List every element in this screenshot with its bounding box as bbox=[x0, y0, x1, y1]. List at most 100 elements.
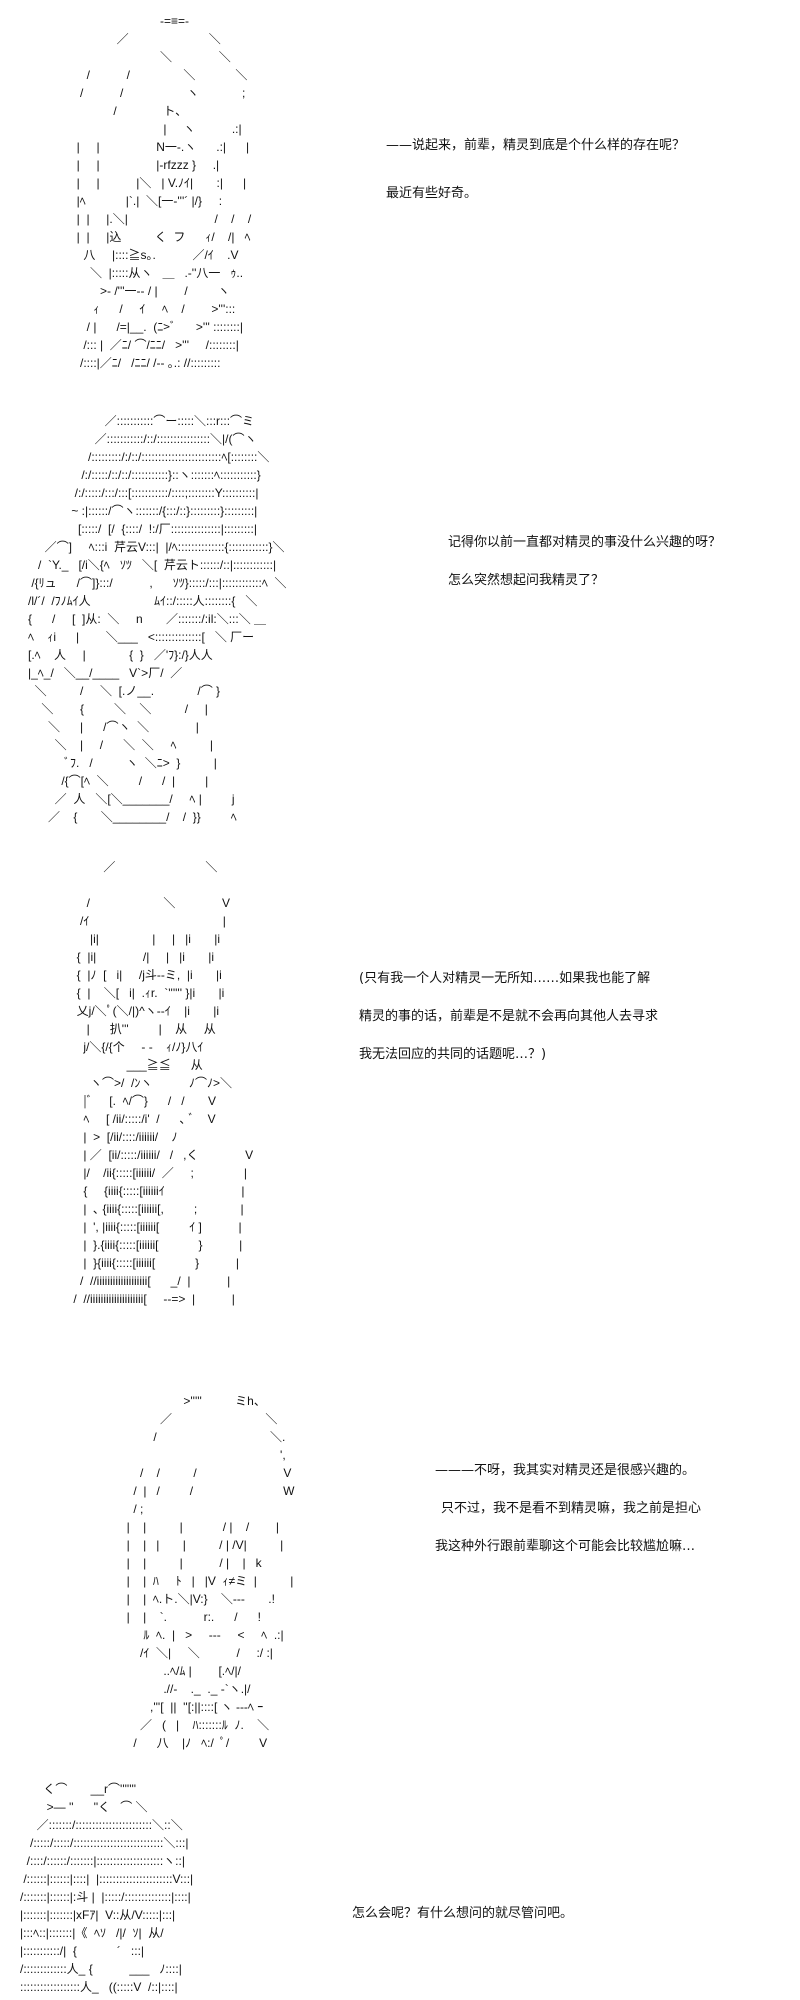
ascii-art-line: / ＼ V bbox=[40, 896, 231, 910]
ascii-art-line: | ／ [ii/:::::/iiiiii/ / ,く V bbox=[40, 1148, 254, 1162]
ascii-art-panel-4: >''''' ミh、 ／ ＼ / ＼. ', / / bbox=[100, 1392, 295, 1752]
ascii-art-line: /ｲ | bbox=[40, 914, 226, 928]
ascii-art-line: ,'''[ || ''[:||::::[ ヽ ---ﾍ ｰ bbox=[100, 1700, 264, 1714]
ascii-art-line: ／ 人 ＼[＼_______/ ﾍ | j bbox=[18, 792, 235, 806]
dialogue-line: 我无法回应的共同的话题呢…？) bbox=[359, 1047, 547, 1062]
dialogue-line: 精灵的事的话，前辈是不是就不会再向其他人去寻求 bbox=[359, 1009, 659, 1024]
ascii-art-line: .//- ._ ._ -`ヽ.|/ bbox=[100, 1682, 251, 1696]
ascii-art-line: /:::::::|::::::|:斗 | |:::::/::::::::::::… bbox=[0, 1890, 191, 1904]
ascii-art-line: /l/´/ /ﾌﾉﾑｲ人 ﾑｲ::/:::::人::::::::{ ＼ bbox=[18, 594, 258, 608]
ascii-art-line: / //iiiiiiiiiiiiiiiiiii[ _/ | | bbox=[40, 1274, 231, 1288]
ascii-art-line: ＼ ＼ bbox=[60, 50, 231, 64]
ascii-art-line: [.ﾍ 人 | { } ／'ﾌ}:/}人人 bbox=[18, 648, 213, 662]
ascii-art-line: く⌒ __r⌒''''''' bbox=[0, 1782, 137, 1796]
ascii-art-line: |/ /ii{:::::[iiiiii/ ／ ; | bbox=[40, 1166, 247, 1180]
ascii-art-line: >''''' ミh、 bbox=[100, 1394, 266, 1408]
ascii-art-line: >- /'''一-- / | / ヽ bbox=[60, 284, 230, 298]
ascii-art-line: ＼ |:::::从ヽ ＿ .-''八一 ｩ.. bbox=[60, 266, 244, 280]
ascii-art-line: { |ﾉ [ i| /j斗--ミ, |i |i bbox=[40, 968, 222, 982]
ascii-art-line: / ＼. bbox=[100, 1430, 286, 1444]
ascii-art-line: ヽ⌒>/ /ﾝヽ ﾉ⌒ﾉ>＼ bbox=[40, 1076, 233, 1090]
ascii-art-line: | | N一-.ヽ .:| | bbox=[60, 140, 250, 154]
ascii-art-panel-1: -=≡=- ／ ＼ ＼ ＼ / / ＼ ＼ / / ヽ ; bbox=[60, 12, 252, 372]
ascii-art-line: ／ ( | ﾊ:::::::ﾙ ﾉ. ＼ bbox=[100, 1718, 270, 1732]
dialogue-2: 记得你以前一直都对精灵的事没什么兴趣的呀？ 怎么突然想起问我精灵了？ bbox=[448, 533, 721, 609]
ascii-art-line: ／:::::::::::/::/::::::::::::::::＼|/(⌒ヽ bbox=[18, 432, 257, 446]
ascii-art-line: { |i| /| | |i |i bbox=[40, 950, 215, 964]
ascii-art-line: ／ ＼ bbox=[40, 860, 218, 874]
dialogue-line: 记得你以前一直都对精灵的事没什么兴趣的呀？ bbox=[448, 535, 722, 550]
ascii-art-line: -=≡=- bbox=[60, 14, 190, 28]
ascii-art-line: | ', |iiii{:::::[iiiiii[ ｲ ] | bbox=[40, 1220, 242, 1234]
ascii-art-line: j/＼{/{个 - - ｨ/ﾉ}八ｲ bbox=[40, 1040, 204, 1054]
ascii-art-line: ﾍ ｨi | ＼___ <::::::::::::::[ ＼ 厂ー bbox=[18, 630, 255, 644]
dialogue-5: 怎么会呢？有什么想问的就尽管问吧。 bbox=[352, 1904, 573, 1952]
ascii-art-line: |ﾍ |`.| ＼[一‐'''´ |/} : bbox=[60, 194, 223, 208]
ascii-art-line: ', bbox=[100, 1448, 286, 1462]
ascii-art-line: | | ﾊ ﾄ | |V ｨ≠ミ | | bbox=[100, 1574, 294, 1588]
ascii-art-line: ___≧≦ 从 bbox=[40, 1058, 203, 1072]
ascii-art-line: ／ ＼ bbox=[60, 32, 221, 46]
ascii-art-line: /:::::/:::::/:::::::::::::::::::::::::::… bbox=[0, 1836, 189, 1850]
ascii-art-line: |ﾞ [. ﾍ/⌒} / / V bbox=[40, 1094, 216, 1108]
ascii-art-line: ＼ / ＼ [.ノ__. /⌒ } bbox=[18, 684, 221, 698]
ascii-art-line: | | | / | | k bbox=[100, 1556, 262, 1570]
dialogue-line: ———不呀，我其实对精灵还是很感兴趣的。 bbox=[435, 1463, 696, 1478]
ascii-art-line: /:/:::::/:::/:::[:::::::::::/::::;::::::… bbox=[18, 486, 259, 500]
ascii-art-line: | | | / | / | bbox=[100, 1520, 279, 1534]
ascii-art-line: |:::ﾍ::|:::::::|《 ﾍｿ /|/ ｿ| 从/ bbox=[0, 1926, 164, 1940]
ascii-art-line: ﾍ [ /ii/:::::/i' / ､ ﾞ V bbox=[40, 1112, 216, 1126]
ascii-art-line: /::::/::::::/:::::::|:::::::::::::::::::… bbox=[0, 1854, 185, 1868]
ascii-art-line: ／⌒] ﾍ:::i 芹云V:::| |/ﾍ::::::::::::::{::::… bbox=[18, 540, 285, 554]
dialogue-1: ——说起来，前辈，精灵到底是个什么样的存在呢？ 最近有些好奇。 bbox=[386, 136, 685, 232]
ascii-art-line: / ; bbox=[100, 1502, 144, 1516]
ascii-art-line: /:::::::::::::人_ { ___ ﾉ::::| bbox=[0, 1962, 182, 1976]
ascii-art-line: | | |-rfzzz } .| bbox=[60, 158, 220, 172]
ascii-art-line: |:::::::|:::::::|xFｱ| V::从/V:::::|:::| bbox=[0, 1908, 176, 1922]
ascii-art-line: { {iiii{:::::[iiiiiiｲ | bbox=[40, 1184, 245, 1198]
ascii-art-line: |i| | | |i |i bbox=[40, 932, 221, 946]
ascii-art-line: ..ﾍ/ﾑ | [.ﾍ/|/ bbox=[100, 1664, 241, 1678]
dialogue-4: ———不呀，我其实对精灵还是很感兴趣的。 只不过，我不是看不到精灵嘛，我之前是担… bbox=[435, 1461, 701, 1575]
ascii-art-line: / ト、 bbox=[60, 104, 188, 118]
ascii-art-panel-2: ／:::::::::::⌒ー:::::＼:::r:::⌒ミ ／:::::::::… bbox=[18, 412, 287, 826]
ascii-art-line: / / / V bbox=[100, 1466, 292, 1480]
ascii-art-line: /ｲ ＼| ＼ / :/ :| bbox=[100, 1646, 273, 1660]
ascii-art-line: / | / / W bbox=[100, 1484, 295, 1498]
ascii-art-line: / //iiiiiiiiiiiiiiiiiiii[ --=> | | bbox=[40, 1292, 235, 1306]
ascii-art-line: ＼ | /⌒ヽ ＼ | bbox=[18, 720, 199, 734]
ascii-art-line: / 八 |ﾉ ﾍ:/ ﾟ/ V bbox=[100, 1736, 268, 1750]
ascii-art-line: ﾞﾌ. / ヽ ＼ﾆ> } | bbox=[18, 756, 217, 770]
ascii-art-line: /::::::|::::::|::::| |::::::::::::::::::… bbox=[0, 1872, 194, 1886]
dialogue-3: (只有我一个人对精灵一无所知……如果我也能了解 精灵的事的话，前辈是不是就不会再… bbox=[359, 969, 658, 1083]
ascii-art-line: / / ヽ ; bbox=[60, 86, 246, 100]
ascii-art-line: | | |.＼| / / / bbox=[60, 212, 252, 226]
dialogue-line: 怎么会呢？有什么想问的就尽管问吧。 bbox=[352, 1906, 574, 1921]
ascii-art-line: ／:::::::::::⌒ー:::::＼:::r:::⌒ミ bbox=[18, 414, 255, 428]
ascii-art-line: ／ { ＼________/ / }} ﾍ bbox=[18, 810, 237, 824]
ascii-art-line: |_ﾍ_/ ＼__/____ V`>厂/ ／ bbox=[18, 666, 183, 680]
ascii-art-line bbox=[40, 876, 253, 894]
ascii-art-line: | | | | / | /V| | bbox=[100, 1538, 284, 1552]
ascii-art-line: [:::::/ [/ {::::/ !:/厂:::::::::::::::|::… bbox=[18, 522, 257, 536]
ascii-art-line: 八 |::::≧s｡. ／/ｲ .V bbox=[60, 248, 239, 262]
ascii-art-line: /{⌒[ﾍ ＼ / / | | bbox=[18, 774, 209, 788]
ascii-art-line: ::::::::::::::::::人_ ((:::::V /::|::::| bbox=[0, 1980, 178, 1994]
ascii-art-line: | > [/ii/::::/iiiiii/ ﾉ bbox=[40, 1130, 178, 1144]
ascii-art-line: ／ ＼ bbox=[100, 1412, 278, 1426]
ascii-art-line: ＼ { ＼ ＼ / | bbox=[18, 702, 208, 716]
ascii-art-panel-3: ／ ＼ / ＼ V /ｲ | |i| | | |i |i bbox=[40, 858, 253, 1308]
ascii-art-line: / / ＼ ＼ bbox=[60, 68, 248, 82]
ascii-art-line: | }{iiii{:::::[iiiiii[ } | bbox=[40, 1256, 239, 1270]
ascii-art-line: | 扒''' | 从 从 bbox=[40, 1022, 216, 1036]
dialogue-line: ——说起来，前辈，精灵到底是个什么样的存在呢？ bbox=[386, 138, 686, 153]
ascii-art-line: { | ＼[ i| .ｨr. `'''''' }|i |i bbox=[40, 986, 225, 1000]
ascii-art-line: ＼ | / ＼ ＼ ﾍ | bbox=[18, 738, 213, 752]
ascii-art-line: 乂j/＼ﾟ(＼/|)^ヽ--ｲ |i |i bbox=[40, 1004, 219, 1018]
ascii-art-line: ／:::::::/:::::::::::::::::::::::＼::＼ bbox=[0, 1818, 183, 1832]
ascii-art-line: | | |込 く フ ｨ/ /| ﾍ bbox=[60, 230, 251, 244]
ascii-art-line: | ヽ .:| bbox=[60, 122, 242, 136]
ascii-art-line: | }.{iiii{:::::[iiiiii[ } | bbox=[40, 1238, 243, 1252]
ascii-art-line: /::::|／ﾆ/ /ﾆﾆ/ /-- ｡.: //::::::::: bbox=[60, 356, 221, 370]
ascii-art-line: / `Y._ [/i＼{ﾍ ｿﾂ ＼[ 芹云ト::::::/::|:::::::… bbox=[18, 558, 277, 572]
